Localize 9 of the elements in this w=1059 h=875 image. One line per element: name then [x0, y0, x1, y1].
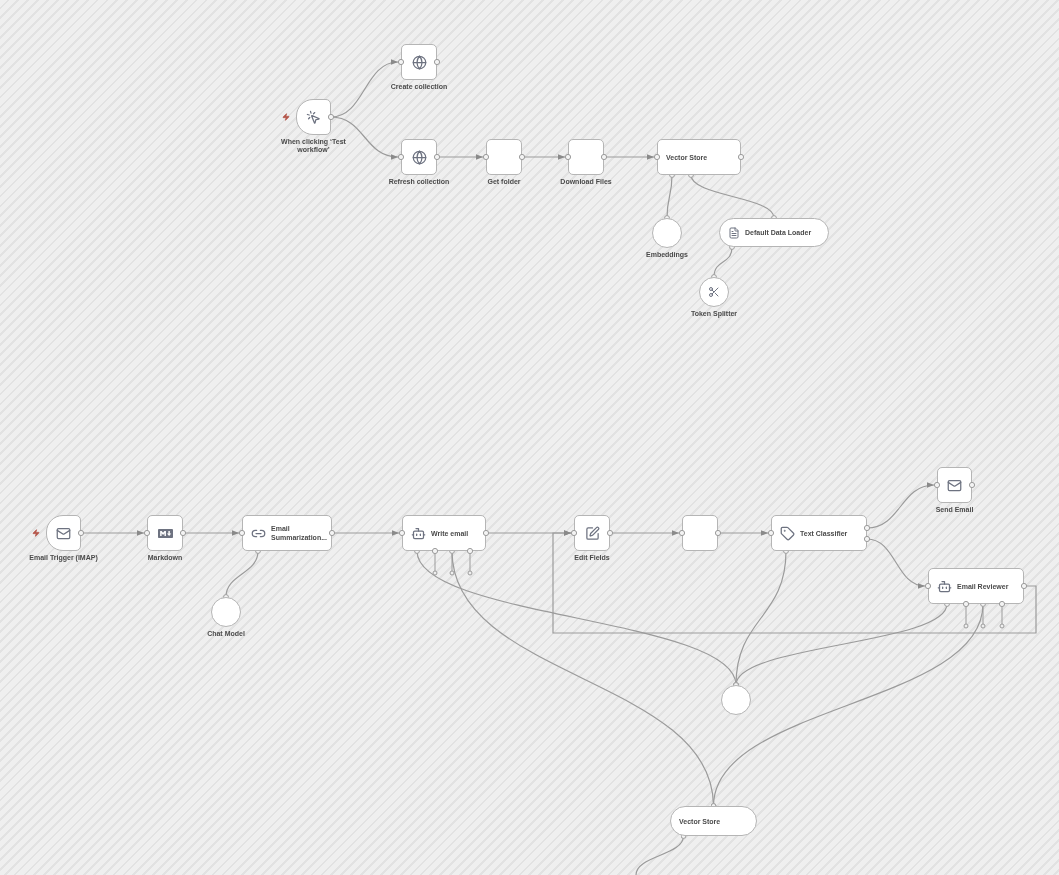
sub-node-pill — [670, 806, 757, 836]
node-card — [402, 515, 486, 551]
empty-node-card — [682, 515, 718, 551]
sub-node-pill — [719, 218, 829, 247]
connector-arrow — [552, 530, 1037, 634]
node-card — [657, 139, 741, 175]
node-card — [928, 568, 1024, 604]
node-card — [242, 515, 332, 551]
node-card — [771, 515, 867, 551]
